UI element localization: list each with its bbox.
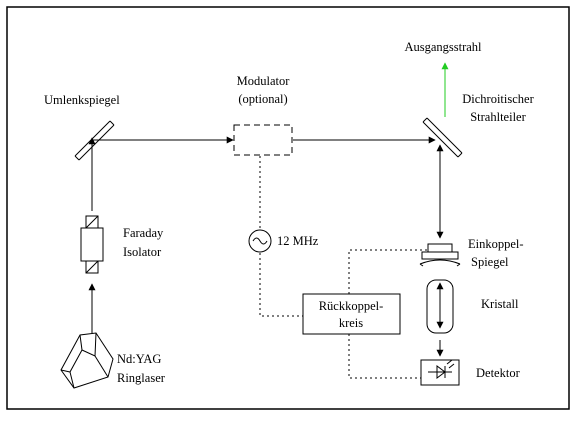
feedback-circuit-box [302,293,401,335]
oscillator-12mhz [248,229,272,253]
modulator-box [233,124,293,156]
label-detektor: Detektor [476,366,521,380]
label-modulator-optional: (optional) [238,92,287,106]
label-kreis: kreis [339,316,363,330]
label-ausgangsstrahl: Ausgangsstrahl [404,40,482,54]
label-ndyag: Nd:YAG [117,352,161,366]
incoupling-mirror [419,243,461,267]
beam-path [88,136,444,357]
ndyag-ring-laser [60,332,114,389]
faraday-isolator [80,215,104,274]
label-umlenkspiegel: Umlenkspiegel [44,93,120,107]
label-ringlaser: Ringlaser [117,371,166,385]
label-dichroitischer: Dichroitischer [462,92,534,106]
label-rueckkoppel: Rückkoppel- [319,299,384,313]
label-einkoppel: Einkoppel- [468,237,524,251]
dichroic-beamsplitter [422,117,463,158]
label-strahlteiler: Strahlteiler [470,110,526,124]
label-spiegel: Spiegel [471,255,509,269]
crystal [426,279,454,334]
label-oscillator-frequency: 12 MHz [277,234,319,248]
label-isolator: Isolator [123,245,162,259]
steering-mirror [74,120,115,161]
electrical-connections [259,156,428,379]
label-faraday: Faraday [123,226,164,240]
label-kristall: Kristall [481,297,519,311]
outer-frame [6,6,570,410]
detector [420,359,460,386]
label-modulator: Modulator [237,74,291,88]
